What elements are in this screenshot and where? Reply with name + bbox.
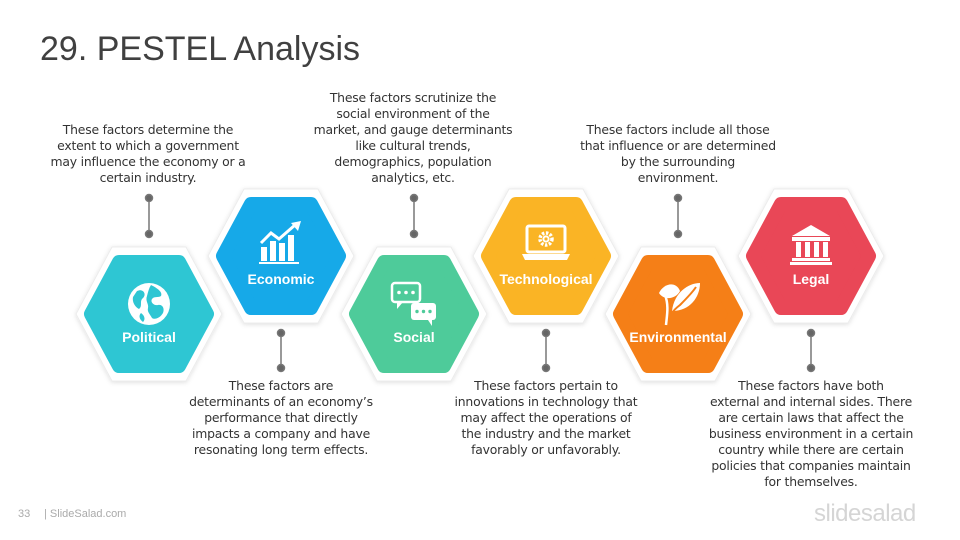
technological-connector-dot-top: [541, 328, 551, 338]
political-connector-dot-top: [144, 193, 154, 203]
environmental-connector-dot-bottom: [673, 229, 683, 239]
political-connector-dot-bottom: [144, 229, 154, 239]
legal-connector-dot-bottom: [806, 363, 816, 373]
courthouse-icon: [790, 225, 832, 265]
environmental-description: These factors include all those that inf…: [580, 122, 776, 185]
environmental-hex[interactable]: [613, 255, 743, 373]
economic-connector-dot-bottom: [276, 363, 286, 373]
globe-icon: [128, 283, 170, 325]
political-description: These factors determine the extent to wh…: [50, 122, 246, 185]
social-description: These factors scrutinize the social envi…: [313, 90, 513, 185]
slidesalad-logo: slidesalad: [814, 500, 916, 527]
legal-connector-dot-top: [806, 328, 816, 338]
social-label: Social: [393, 329, 434, 345]
leaf-icon: [659, 283, 700, 326]
legal-label: Legal: [793, 271, 830, 287]
political-label: Political: [122, 329, 176, 345]
environmental-label: Environmental: [629, 329, 726, 345]
page-title: 29. PESTEL Analysis: [40, 30, 361, 68]
chat-bubbles-icon: [390, 281, 436, 326]
laptop-gear-icon: [522, 224, 570, 260]
social-connector-dot-bottom: [409, 229, 419, 239]
footer-site-link[interactable]: | SlideSalad.com: [44, 508, 127, 520]
connectors: [144, 193, 816, 373]
environmental-connector-dot-top: [673, 193, 683, 203]
technological-description: These factors pertain to innovations in …: [454, 378, 638, 457]
economic-connector-dot-top: [276, 328, 286, 338]
economic-label: Economic: [248, 271, 315, 287]
technological-connector-dot-bottom: [541, 363, 551, 373]
technological-label: Technological: [499, 271, 592, 287]
legal-hex[interactable]: [746, 197, 876, 315]
legal-description: These factors have both external and int…: [708, 378, 914, 489]
bar-chart-growth-icon: [259, 221, 301, 264]
economic-description: These factors are determinants of an eco…: [189, 378, 373, 457]
page-number: 33: [18, 508, 31, 520]
social-connector-dot-top: [409, 193, 419, 203]
